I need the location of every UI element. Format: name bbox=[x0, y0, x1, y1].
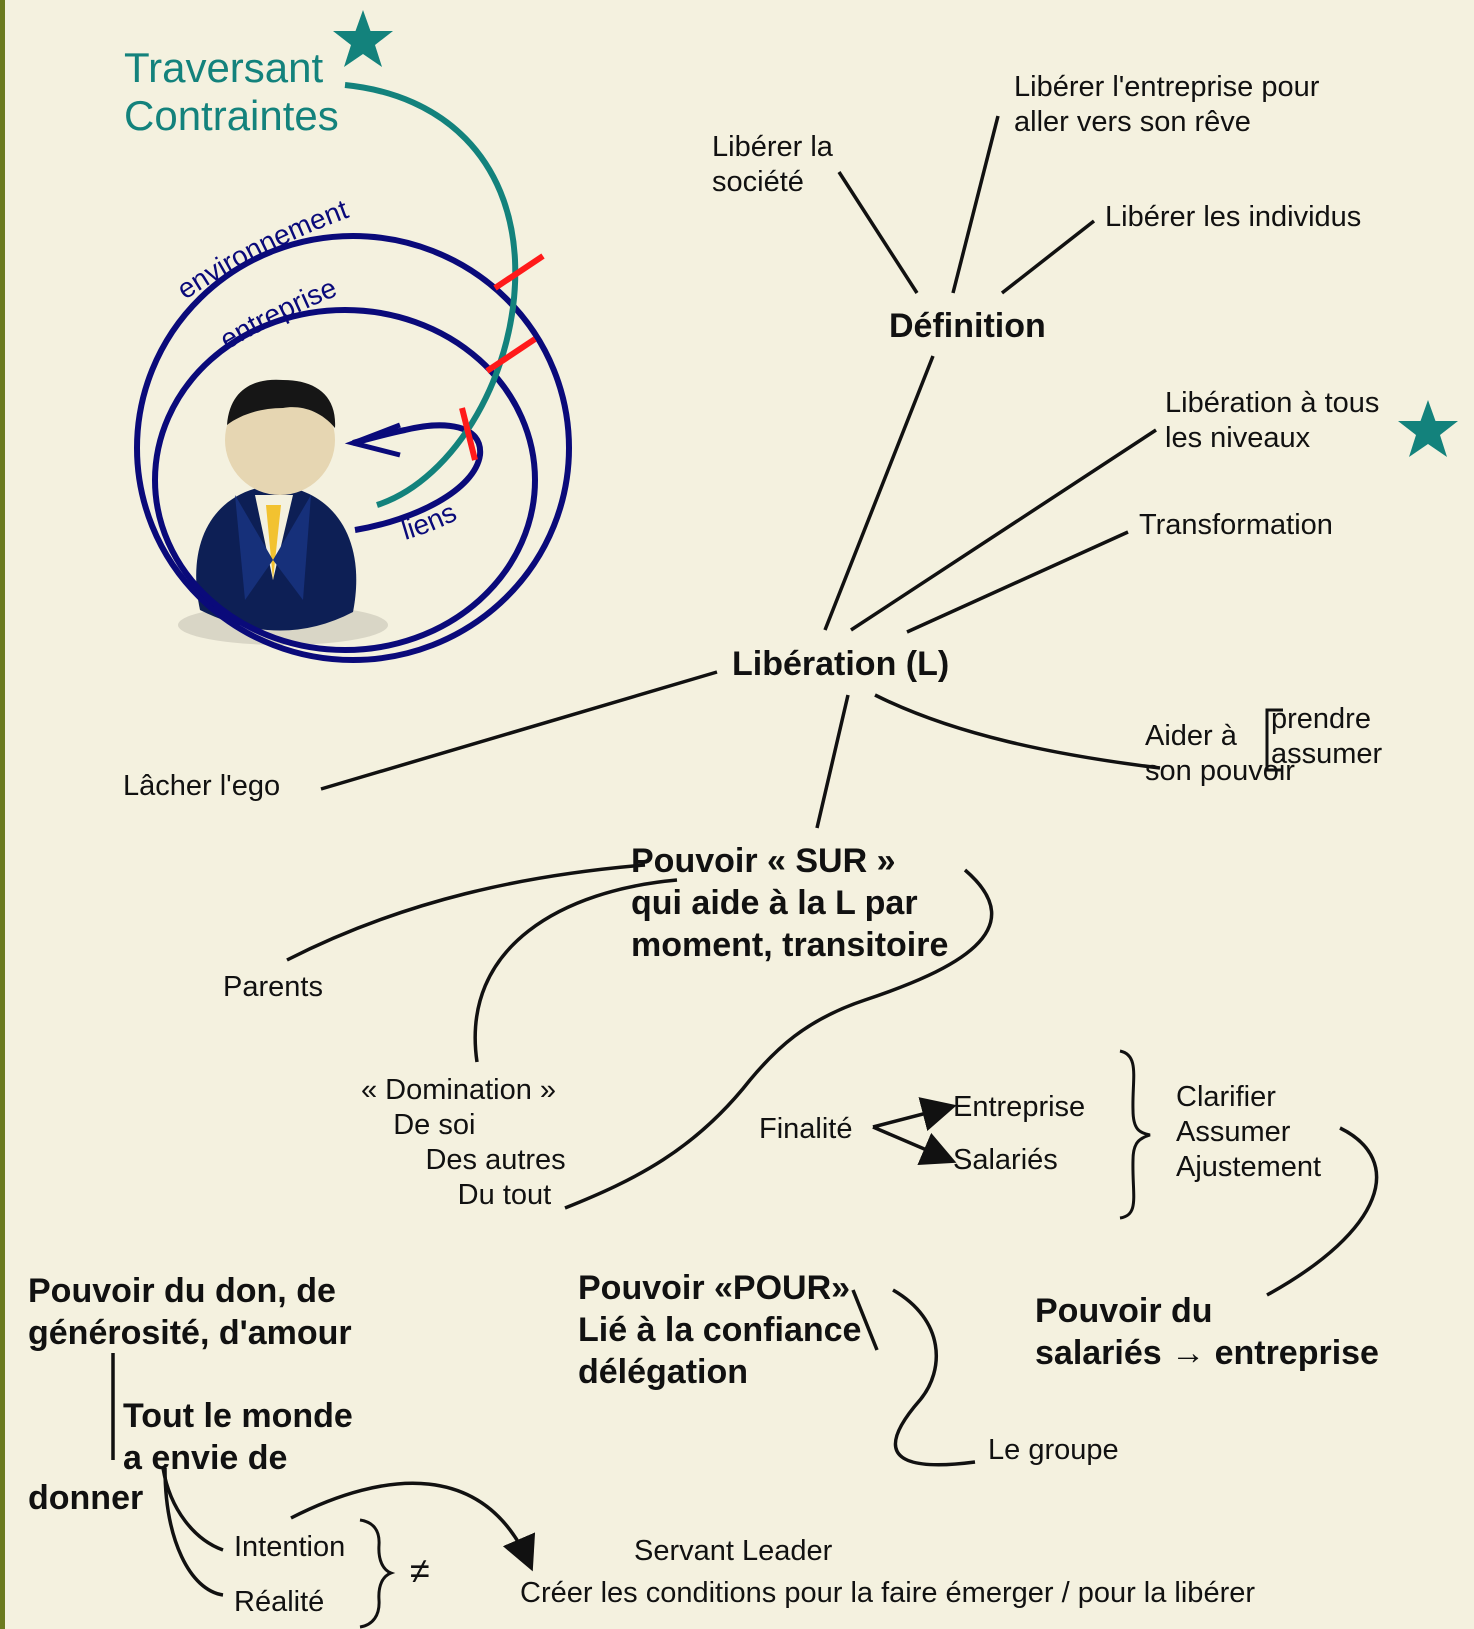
traversant-contraintes-title: Traversant Contraintes bbox=[124, 44, 339, 139]
cut-mark-1 bbox=[493, 253, 545, 291]
pouvoir-pour-node: Pouvoir «POUR» Lié à la confiance déléga… bbox=[578, 1269, 862, 1391]
servant-leader-text: Créer les conditions pour la faire émerg… bbox=[520, 1577, 1256, 1609]
liberation-branch-transformation: Transformation bbox=[1139, 509, 1333, 541]
liberation-node: Libération (L) bbox=[732, 645, 950, 683]
servant-leader-title: Servant Leader bbox=[634, 1535, 833, 1567]
star-icon bbox=[333, 10, 393, 67]
definition-branch-enterprise: Libérer l'entreprise pour aller vers son… bbox=[1014, 71, 1320, 138]
businessman-icon bbox=[178, 379, 388, 645]
definition-branch-society: Libérer la société bbox=[712, 131, 833, 198]
definition-branch-individuals: Libérer les individus bbox=[1105, 201, 1362, 233]
star-icon bbox=[1398, 400, 1458, 457]
definition-node: Définition bbox=[889, 307, 1046, 345]
pouvoir-sur-connectors bbox=[286, 863, 994, 1210]
domination-list: « Domination » De soi Des autres Du tout bbox=[361, 1074, 566, 1211]
liberation-branch-power: Aider à son pouvoir bbox=[1145, 720, 1295, 787]
le-groupe-label: Le groupe bbox=[988, 1434, 1119, 1466]
liberation-connectors bbox=[320, 428, 1283, 829]
constraint-path bbox=[344, 82, 519, 508]
tout-le-monde-text: Tout le monde a envie de bbox=[123, 1397, 353, 1477]
cut-mark-3 bbox=[459, 407, 478, 461]
environment-ring bbox=[134, 233, 572, 663]
pouvoir-salaries-node: Pouvoir du salariés → entreprise bbox=[1035, 1292, 1379, 1372]
parents-label: Parents bbox=[223, 971, 323, 1003]
realite-label: Réalité bbox=[234, 1586, 325, 1618]
pouvoir-pour-connectors bbox=[851, 1288, 976, 1467]
liberation-branch-ego: Lâcher l'ego bbox=[123, 770, 281, 802]
intention-label: Intention bbox=[234, 1531, 346, 1563]
pouvoir-sur-node: Pouvoir « SUR » qui aide à la L par mome… bbox=[631, 842, 949, 964]
finalite-label: Finalité bbox=[759, 1113, 853, 1145]
cut-mark-2 bbox=[485, 336, 537, 374]
liberation-branch-all-levels: Libération à tous les niveaux bbox=[1165, 387, 1380, 454]
links-loop bbox=[352, 422, 484, 533]
finalite-target-employees: Salariés bbox=[953, 1144, 1058, 1176]
pouvoir-don-node: Pouvoir du don, de générosité, d'amour bbox=[28, 1272, 352, 1352]
links-arrowhead bbox=[344, 422, 401, 458]
donner-text: donner bbox=[28, 1479, 144, 1517]
finalite-actions: Clarifier Assumer Ajustement bbox=[1176, 1081, 1322, 1183]
definition-connectors bbox=[823, 115, 1096, 631]
connector-lines: environnement entreprise liens bbox=[111, 82, 1379, 1629]
finalite-connectors bbox=[872, 1049, 1379, 1297]
mind-map-canvas: environnement entreprise liens bbox=[5, 0, 1474, 1629]
finalite-target-enterprise: Entreprise bbox=[953, 1091, 1086, 1123]
not-equal-symbol: ≠ bbox=[410, 1550, 430, 1591]
enterprise-ring bbox=[152, 307, 538, 653]
illustration-group: environnement entreprise liens bbox=[134, 82, 572, 663]
power-brace-items: prendre assumer bbox=[1271, 703, 1383, 770]
pouvoir-don-connectors bbox=[111, 1353, 536, 1629]
